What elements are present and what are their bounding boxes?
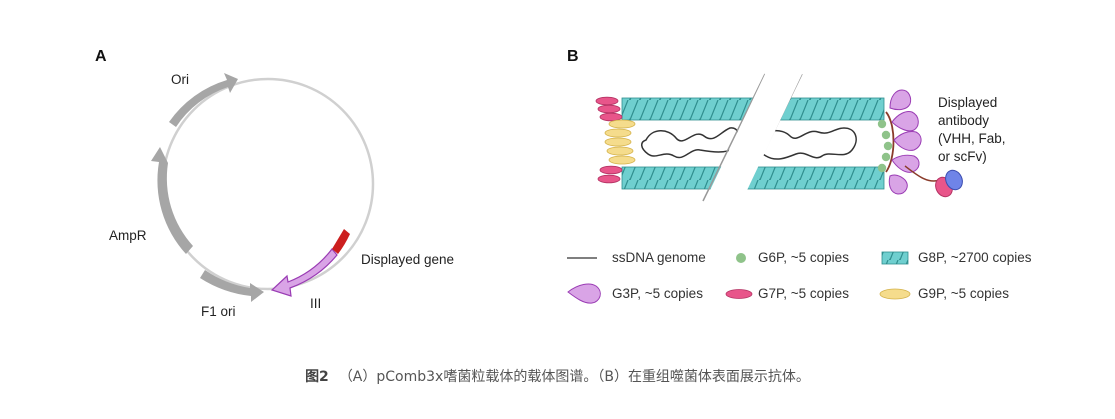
legend: ssDNA genome G6P, ~5 copies G8P, ~2700 c… — [567, 250, 1032, 304]
ampr-arrow — [151, 147, 193, 254]
displayed-gene-block — [332, 229, 350, 254]
ori-arrow — [169, 73, 238, 127]
plasmid-backbone — [161, 77, 375, 291]
caption-text: （A）pComb3x嗜菌粒载体的载体图谱。（B）在重组噬菌体表面展示抗体。 — [338, 369, 810, 385]
g3p-cluster — [888, 89, 922, 195]
phage-right-tip — [885, 111, 895, 173]
figure-caption: 图2 （A）pComb3x嗜菌粒载体的载体图谱。（B）在重组噬菌体表面展示抗体。 — [0, 366, 1115, 386]
legend-g9p-label: G9P, ~5 copies — [918, 286, 1009, 301]
legend-g8p-label: G8P, ~2700 copies — [918, 250, 1032, 265]
g9p-cluster — [604, 119, 636, 165]
legend-item-g7p: G7P, ~5 copies — [725, 286, 849, 301]
g8p-legend-swatch — [881, 251, 909, 265]
legend-item-g9p: G9P, ~5 copies — [879, 286, 1009, 301]
legend-g6p-label: G6P, ~5 copies — [758, 250, 849, 265]
label-gene-iii: III — [310, 296, 321, 311]
f1-ori-arrow — [200, 270, 264, 302]
g7p-legend-swatch — [725, 289, 753, 299]
legend-item-g8p: G8P, ~2700 copies — [881, 250, 1032, 265]
antibody-label-line-1: Displayed — [938, 95, 997, 110]
ssdna-genome-right — [755, 127, 857, 160]
g7p-cluster-bottom — [597, 165, 623, 184]
antibody-label-line-2: antibody — [938, 113, 989, 128]
legend-g7p-label: G7P, ~5 copies — [758, 286, 849, 301]
label-displayed-gene: Displayed gene — [361, 252, 454, 267]
antibody-label-line-3: (VHH, Fab, — [938, 131, 1006, 146]
legend-g3p-label: G3P, ~5 copies — [612, 286, 703, 301]
panel-a: A Ori AmpR F1 ori Displayed gene III — [95, 48, 454, 319]
panel-a-letter: A — [95, 48, 107, 65]
antibody-label-line-4: or scFv) — [938, 149, 987, 164]
antibody-domain-blue — [945, 169, 963, 191]
label-ampr: AmpR — [109, 228, 147, 243]
figure-number: 图2 — [305, 369, 329, 385]
g6p-legend-swatch — [736, 253, 746, 263]
g9p-legend-swatch — [879, 288, 911, 300]
g6p-cluster — [877, 119, 893, 173]
gene-iii-arrow — [270, 248, 338, 297]
break-line-left — [702, 73, 766, 202]
legend-item-g6p: G6P, ~5 copies — [736, 250, 849, 265]
legend-ssdna-label: ssDNA genome — [612, 250, 706, 265]
label-ori: Ori — [171, 72, 189, 87]
ssdna-genome-left — [641, 127, 740, 159]
legend-item-g3p: G3P, ~5 copies — [567, 283, 703, 304]
label-f1-ori: F1 ori — [201, 304, 236, 319]
break-gap — [704, 72, 803, 203]
legend-item-ssdna: ssDNA genome — [567, 250, 706, 265]
g7p-cluster-top — [595, 96, 623, 122]
g3p-legend-swatch — [567, 283, 601, 304]
panel-b: B — [567, 48, 1006, 203]
panel-b-letter: B — [567, 48, 579, 65]
